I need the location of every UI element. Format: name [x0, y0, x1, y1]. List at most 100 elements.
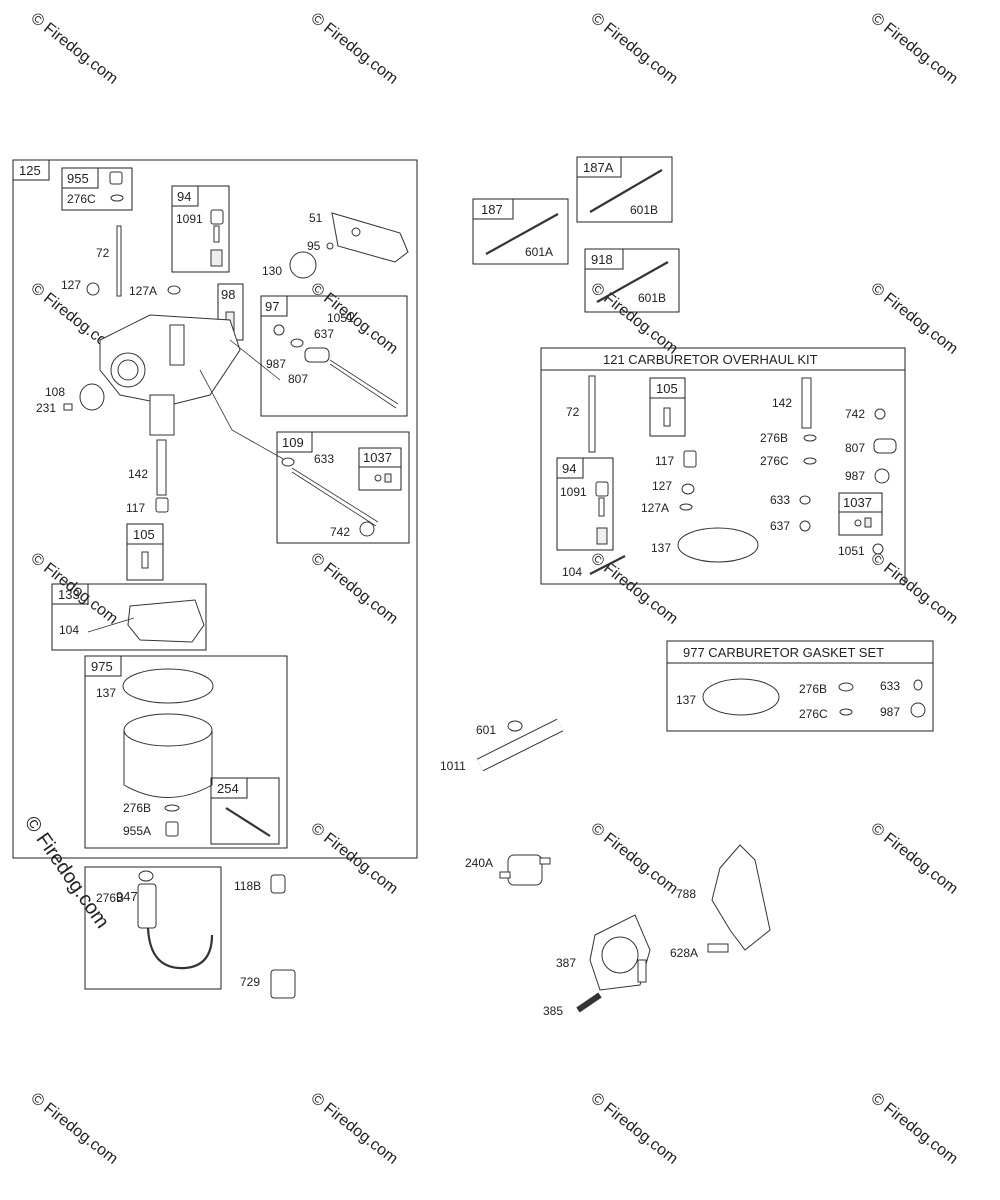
part-label-955a: 955A	[123, 824, 151, 838]
part-72-tube	[116, 225, 122, 297]
kit-part-276c	[803, 457, 817, 465]
part-97-shaft	[329, 359, 399, 405]
part-633-seal	[281, 457, 295, 467]
gasket-label-633: 633	[880, 679, 900, 693]
part-1051-clip	[273, 324, 285, 336]
kit-group-number-1037: 1037	[843, 495, 872, 510]
kit-label-1091: 1091	[560, 485, 587, 499]
kit-label-142: 142	[772, 396, 792, 410]
part-label-142: 142	[128, 467, 148, 481]
gasket-label-987: 987	[880, 705, 900, 719]
group-tag-254	[210, 777, 248, 799]
kit-part-276b	[803, 434, 817, 442]
gasket-label-137: 137	[676, 693, 696, 707]
part-label-104: 104	[59, 623, 79, 637]
group-number-98: 98	[221, 287, 235, 302]
watermark: © Firedog.com	[588, 10, 681, 88]
part-label-729: 729	[240, 975, 260, 989]
kit-part-1037-screw	[864, 517, 872, 528]
kit-part-104	[589, 555, 626, 575]
part-51-gasket	[331, 212, 409, 263]
watermark: © Firedog.com	[308, 820, 401, 898]
kit-label-276c: 276C	[760, 454, 789, 468]
kit-label-127: 127	[652, 479, 672, 493]
group-box-187a	[576, 156, 673, 223]
part-label-127a: 127A	[129, 284, 157, 298]
kit-label-637: 637	[770, 519, 790, 533]
part-label-601b: 601B	[638, 291, 666, 305]
gasket-part-987	[910, 702, 926, 718]
carburetor-bowl-post	[149, 394, 175, 436]
part-label-118b: 118B	[234, 879, 261, 893]
kit-group-tag-1037	[838, 492, 883, 513]
kit-group-number-105: 105	[656, 381, 678, 396]
group-number-947: 947	[116, 889, 138, 904]
part-label-240a: 240A	[465, 856, 493, 870]
group-box-125	[12, 159, 418, 859]
part-label-127: 127	[61, 278, 81, 292]
kit-label-987: 987	[845, 469, 865, 483]
group-tag-125	[12, 159, 50, 181]
part-130-plate	[289, 251, 317, 279]
kit-title-overhaul: 121 CARBURETOR OVERHAUL KIT	[603, 352, 818, 367]
group-number-105: 105	[133, 527, 155, 542]
leader-line	[199, 369, 286, 461]
part-276c-washer	[110, 194, 124, 202]
part-label-276b: 276B	[123, 801, 151, 815]
gasket-part-137	[702, 678, 780, 716]
group-number-125: 125	[19, 163, 41, 178]
part-807-bushing	[304, 347, 330, 363]
part-975-bowl-rim	[123, 713, 213, 747]
part-628a-screw	[707, 943, 729, 953]
part-918-hose	[596, 261, 669, 303]
kit-group-tag-105	[649, 377, 686, 399]
part-117-jet	[155, 497, 169, 513]
kit-part-633	[799, 495, 811, 505]
group-number-187a: 187A	[583, 160, 614, 175]
kit-part-1091-spring	[596, 527, 608, 545]
kit-part-137	[677, 527, 759, 563]
watermark: © Firedog.com	[588, 280, 681, 358]
kit-part-637	[799, 520, 811, 532]
kit-label-633: 633	[770, 493, 790, 507]
part-label-628a: 628A	[670, 946, 698, 960]
kit-label-104: 104	[562, 565, 582, 579]
part-1091-valve	[210, 209, 224, 225]
part-104-pin	[87, 617, 135, 633]
part-1011-hose	[477, 719, 563, 771]
part-label-108: 108	[45, 385, 65, 399]
group-number-133: 133	[58, 587, 80, 602]
part-105-needle	[141, 551, 149, 569]
kit-label-276b: 276B	[760, 431, 788, 445]
part-1037-ball	[374, 474, 382, 482]
part-label-231: 231	[36, 401, 56, 415]
part-742-lever	[359, 521, 375, 537]
part-187-hose	[485, 213, 559, 255]
group-number-975: 975	[91, 659, 113, 674]
part-127-oring	[86, 282, 100, 296]
group-tag-1037	[358, 447, 402, 468]
part-955-plug	[109, 171, 123, 185]
part-955a-screw	[165, 821, 179, 837]
group-tag-955	[61, 167, 99, 189]
part-label-633: 633	[314, 452, 334, 466]
kit-header-overhaul	[540, 347, 906, 371]
watermark: © Firedog.com	[308, 1090, 401, 1168]
kit-part-987	[874, 468, 890, 484]
watermark: © Firedog.com	[28, 10, 121, 88]
part-387-pump-face	[601, 936, 639, 974]
kit-label-137: 137	[651, 541, 671, 555]
part-637-washer	[290, 338, 304, 348]
part-276b-washer	[164, 804, 180, 812]
watermark: © Firedog.com	[588, 820, 681, 898]
kit-part-1091-valve	[595, 481, 609, 497]
part-118b-plug	[270, 874, 286, 894]
kit-part-117	[683, 450, 697, 468]
part-label-637: 637	[314, 327, 334, 341]
part-1037-screw	[384, 473, 392, 483]
group-number-109: 109	[282, 435, 304, 450]
kit-title-gasket: 977 CARBURETOR GASKET SET	[683, 645, 884, 660]
kit-part-807	[873, 438, 897, 454]
gasket-set: 977 CARBURETOR GASKET SET 137 276B 633 2…	[666, 640, 934, 732]
